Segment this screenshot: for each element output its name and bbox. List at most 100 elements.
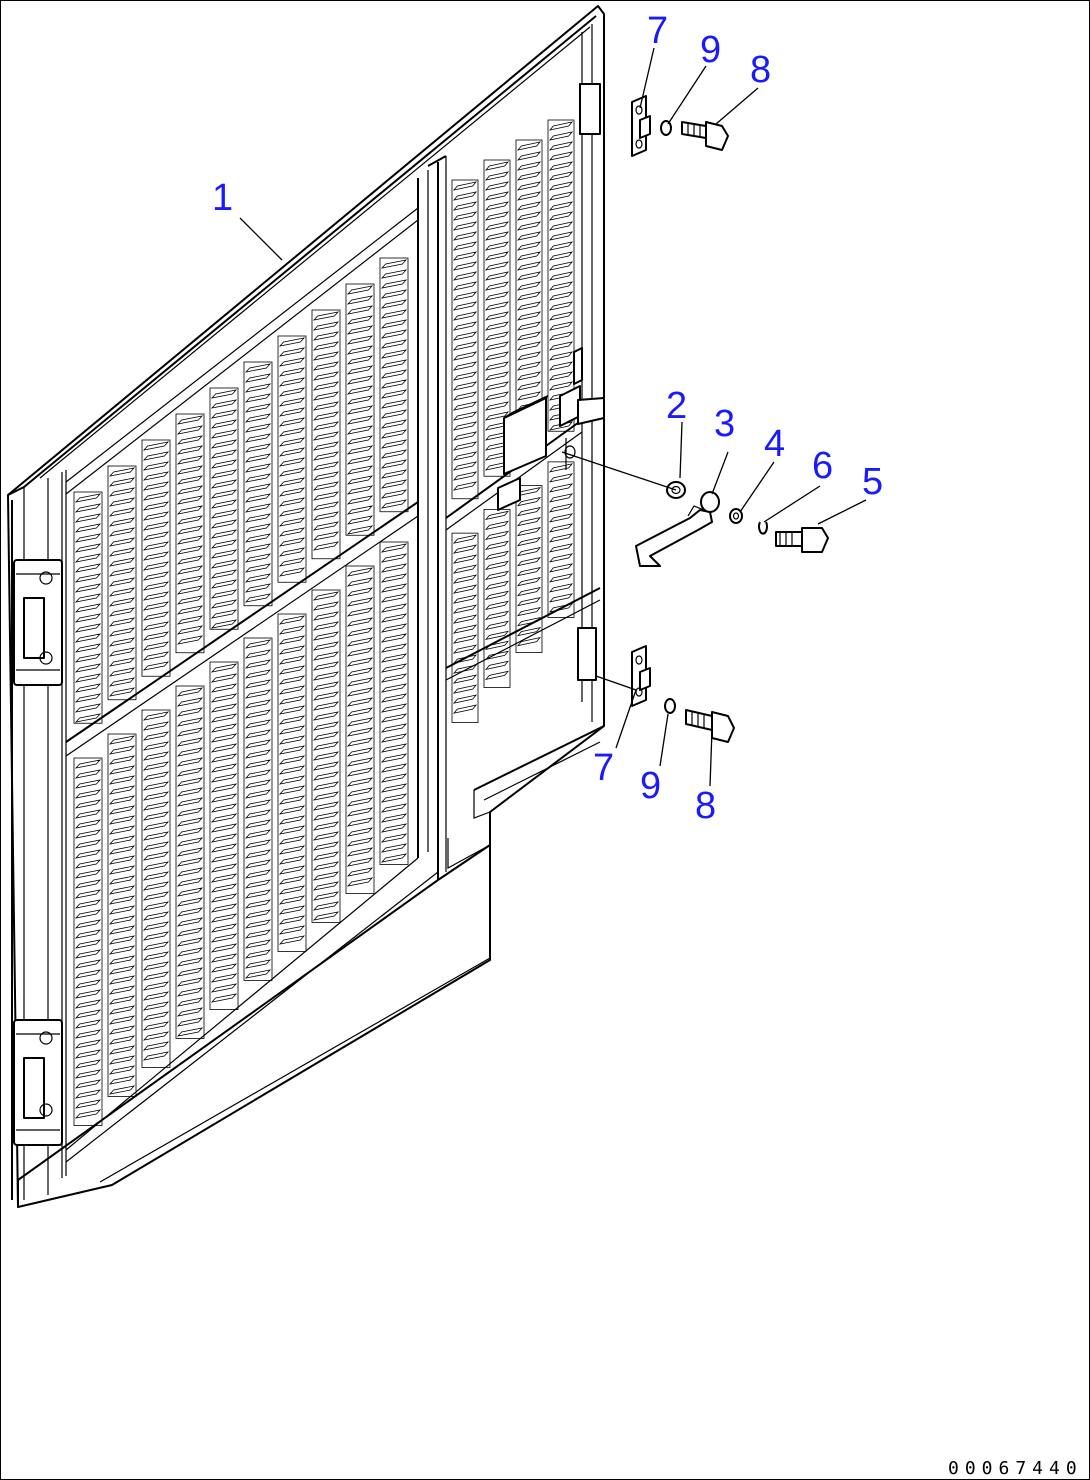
louver-slot: [346, 597, 374, 607]
louver-slot: [74, 809, 102, 819]
louver-slot: [74, 769, 102, 779]
louver-slot: [74, 839, 102, 849]
louver-slot: [74, 493, 102, 503]
louver-slot: [244, 423, 272, 433]
louver-slot: [108, 815, 136, 825]
callout-2: 2: [666, 385, 687, 427]
louver-slot: [380, 289, 408, 299]
louver-slot: [380, 409, 408, 419]
louver-slot: [548, 281, 574, 291]
louver-slot: [380, 703, 408, 713]
louver-slot: [142, 551, 170, 561]
louver-slot: [108, 765, 136, 775]
louver-slot: [108, 1065, 136, 1075]
louver-slot: [452, 634, 478, 644]
louver-slot: [176, 445, 204, 455]
louver-slot: [142, 491, 170, 501]
stopper-bracket-7-bottom: [577, 627, 651, 707]
louver-slot: [74, 603, 102, 613]
louver-slot: [548, 211, 574, 221]
louver-slot: [74, 703, 102, 713]
louver-slot: [380, 783, 408, 793]
louver-slot: [484, 401, 510, 411]
louver-slot: [484, 241, 510, 251]
louver-slot: [346, 687, 374, 697]
louver-slot: [484, 540, 510, 551]
louver-slot: [108, 677, 136, 687]
louver-slot: [452, 481, 478, 491]
louver-slot: [548, 241, 574, 251]
louver-slot: [74, 1059, 102, 1069]
louver-slot: [108, 965, 136, 975]
louver-slot: [380, 389, 408, 399]
louver-slot: [108, 1085, 136, 1095]
louver-slot: [176, 757, 204, 767]
louver-slot: [278, 835, 306, 845]
louver-column: [243, 637, 273, 981]
louver-slot: [176, 837, 204, 847]
louver-slot: [244, 769, 272, 779]
louver-slot: [210, 953, 238, 963]
louver-slot: [142, 851, 170, 861]
louver-slot: [346, 495, 374, 505]
louver-slot: [312, 611, 340, 621]
louver-slot: [452, 654, 478, 664]
louver-slot: [74, 1099, 102, 1109]
louver-slot: [312, 701, 340, 711]
louver-slot: [380, 399, 408, 409]
louver-slot: [244, 879, 272, 889]
louver-slot: [176, 847, 204, 857]
louver-column: [141, 439, 171, 677]
louver-slot: [244, 909, 272, 919]
louver-slot: [380, 593, 408, 603]
louver-slot: [142, 921, 170, 931]
louver-slot: [244, 483, 272, 493]
louver-slot: [380, 479, 408, 489]
louver-slot: [484, 560, 510, 571]
louver-slot: [176, 555, 204, 565]
callout-labels: 1 7 9 8 2 3 4 6 5 7 9 8: [212, 10, 883, 827]
louver-slot: [74, 663, 102, 673]
louver-slot: [74, 969, 102, 979]
louver-slot: [244, 839, 272, 849]
louver-slot: [210, 823, 238, 833]
louver-column: [547, 119, 575, 432]
louver-slot: [108, 497, 136, 507]
louver-slot: [380, 623, 408, 633]
louver-slot: [516, 506, 542, 517]
louver-slot: [210, 439, 238, 449]
louver-slot: [452, 684, 478, 694]
louver-slot: [244, 719, 272, 729]
louver-slot: [176, 635, 204, 645]
louver-slot: [312, 541, 340, 551]
louver-slot: [210, 993, 238, 1003]
louver-slot: [142, 991, 170, 1001]
louver-slot: [74, 779, 102, 789]
louver-slot: [548, 381, 574, 391]
louver-slot: [516, 586, 542, 597]
louver-slot: [278, 855, 306, 865]
louver-slot: [452, 241, 478, 251]
louver-column: [379, 257, 409, 513]
louver-slot: [548, 321, 574, 331]
louver-slot: [516, 616, 542, 627]
louver-slot: [244, 789, 272, 799]
louver-slot: [142, 961, 170, 971]
louver-slot: [176, 827, 204, 837]
louver-slot: [516, 251, 542, 261]
louver-slot: [74, 1009, 102, 1019]
louver-slot: [452, 534, 478, 544]
louver-slot: [142, 871, 170, 881]
louver-slot: [176, 817, 204, 827]
louver-slot: [108, 607, 136, 617]
louver-slot: [312, 411, 340, 421]
louver-slot: [380, 359, 408, 369]
louver-slot: [312, 351, 340, 361]
louver-slot: [142, 951, 170, 961]
louver-slot: [452, 614, 478, 624]
louver-slot: [278, 745, 306, 755]
louver-column: [141, 709, 171, 1068]
louver-slot: [516, 281, 542, 291]
louver-slot: [176, 897, 204, 907]
louver-slot: [210, 519, 238, 529]
